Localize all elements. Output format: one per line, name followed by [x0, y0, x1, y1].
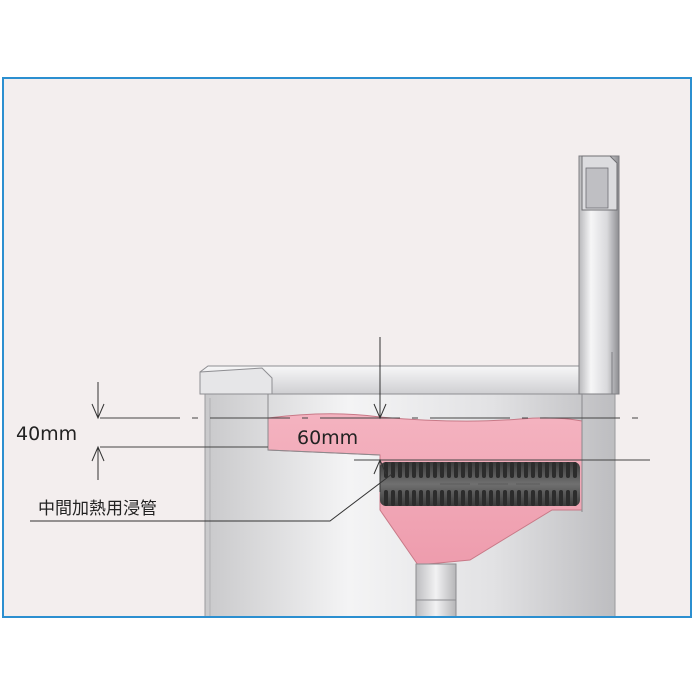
tube-rib — [552, 490, 556, 506]
tube-rib — [447, 462, 451, 478]
tube-rib — [433, 462, 437, 478]
dimension-40mm-label: 40mm — [16, 423, 77, 445]
tube-rib — [496, 490, 500, 506]
tube-rib — [405, 462, 409, 478]
tube-rib — [405, 490, 409, 506]
dimension-60mm — [373, 337, 387, 492]
tube-rib — [524, 462, 528, 478]
heating-tube-ribs — [384, 462, 577, 506]
tube-rib — [384, 490, 388, 506]
tube-rib — [440, 490, 444, 506]
tube-rib — [468, 462, 472, 478]
tube-rib — [454, 462, 458, 478]
tube-rib — [475, 462, 479, 478]
tube-rib — [503, 490, 507, 506]
heater-leader-line — [30, 473, 393, 522]
tube-rib — [398, 462, 402, 478]
dimension-60mm-label: 60mm — [297, 427, 358, 449]
tube-rib — [461, 490, 465, 506]
tube-rib — [412, 462, 416, 478]
tube-rib — [426, 490, 430, 506]
tube-rib — [510, 490, 514, 506]
tank-step-outline — [267, 394, 381, 456]
tube-rib — [475, 490, 479, 506]
heater-label: 中間加熱用浸管 — [38, 499, 157, 519]
tube-rib — [482, 462, 486, 478]
tube-rib — [489, 490, 493, 506]
tube-rib — [468, 490, 472, 506]
tube-rib — [552, 462, 556, 478]
tube-rib — [531, 462, 535, 478]
tube-rib — [524, 490, 528, 506]
tube-rib — [545, 462, 549, 478]
tube-rib — [447, 490, 451, 506]
tube-rib — [566, 490, 570, 506]
drain-pipe — [415, 563, 457, 617]
tube-rib — [573, 462, 577, 478]
tube-rib — [384, 462, 388, 478]
tube-rib — [538, 462, 542, 478]
tube-rib — [559, 490, 563, 506]
tube-rib — [398, 490, 402, 506]
tube-rib — [426, 462, 430, 478]
tube-rib — [517, 490, 521, 506]
tube-rib — [559, 462, 563, 478]
tube-rib — [433, 490, 437, 506]
lid-front-lip — [199, 367, 273, 395]
tube-rib — [412, 490, 416, 506]
tube-rib — [496, 462, 500, 478]
tube-rib — [545, 490, 549, 506]
tube-rib — [503, 462, 507, 478]
tube-rib — [419, 462, 423, 478]
tube-rib — [391, 490, 395, 506]
tube-rib — [538, 490, 542, 506]
diagram-frame — [2, 77, 692, 618]
back-post-inner — [585, 167, 609, 209]
tube-rib — [440, 462, 444, 478]
tube-rib — [489, 462, 493, 478]
tube-rib — [517, 462, 521, 478]
tube-rib — [566, 462, 570, 478]
tube-rib — [391, 462, 395, 478]
tube-rib — [531, 490, 535, 506]
tube-rib — [419, 490, 423, 506]
tube-rib — [461, 462, 465, 478]
tube-rib — [573, 490, 577, 506]
tube-rib — [454, 490, 458, 506]
tube-rib — [510, 462, 514, 478]
dimension-40mm — [91, 382, 105, 480]
tube-rib — [482, 490, 486, 506]
